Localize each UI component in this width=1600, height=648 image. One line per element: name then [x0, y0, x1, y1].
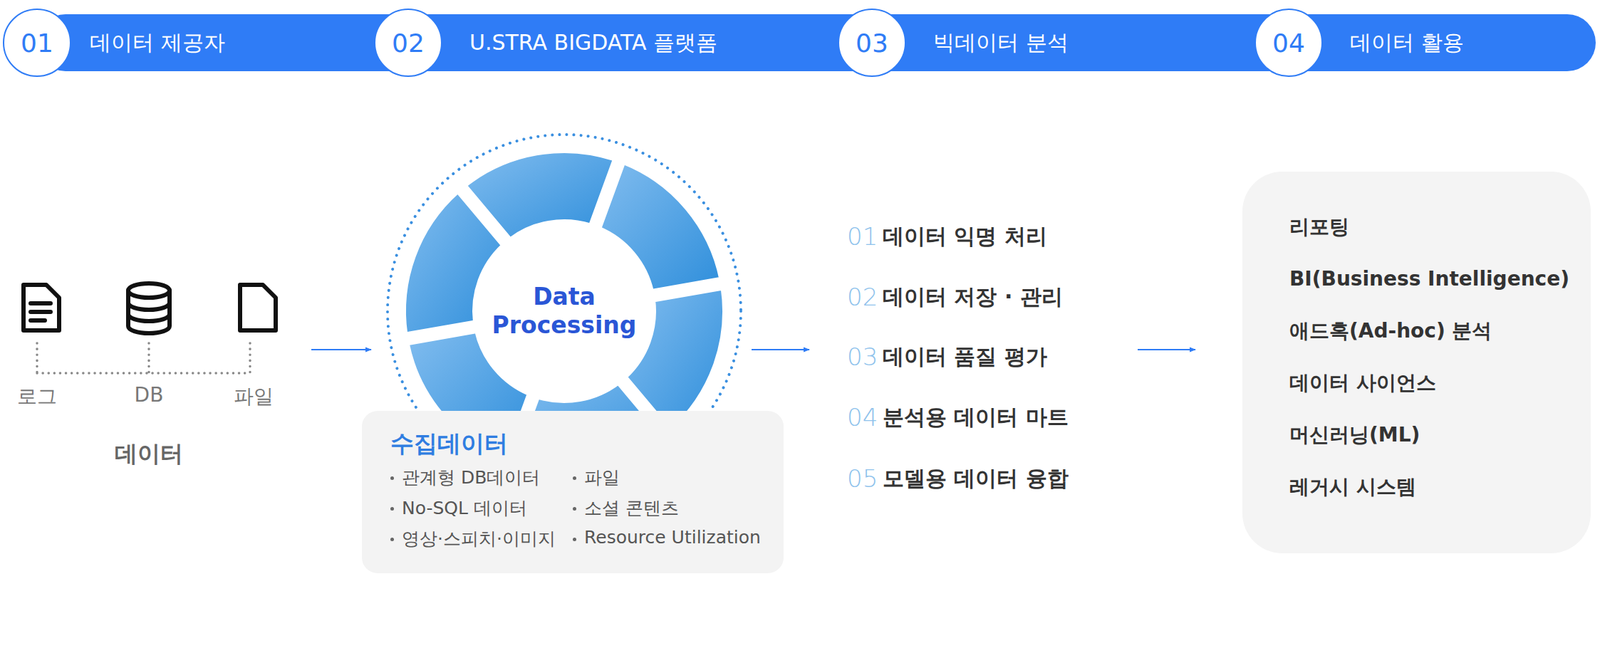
step-number: 02	[847, 282, 878, 312]
analysis-step: 데이터 익명 처리	[882, 222, 1048, 251]
analysis-step: 데이터 품질 평가	[882, 342, 1048, 372]
usage-item: 리포팅	[1289, 213, 1570, 266]
source-label: DB	[134, 383, 164, 407]
usage-item: BI(Business Intelligence)	[1289, 265, 1570, 318]
box-title: 수집데이터	[390, 428, 763, 461]
usage-box: 리포팅BI(Business Intelligence)애드혹(Ad-hoc) …	[1242, 171, 1591, 554]
step-number: 01	[2, 8, 72, 77]
step-title: U.STRA BIGDATA 플랫폼	[469, 28, 718, 58]
log-icon	[23, 284, 60, 331]
step-number: 05	[847, 464, 878, 493]
step-number: 04	[1254, 8, 1323, 77]
step-number: 04	[847, 403, 878, 432]
db-icon-body	[128, 290, 170, 334]
flow-arrow	[1137, 349, 1196, 351]
step-header: 03 빅데이터 분석	[837, 8, 1069, 77]
usage-item: 머신러닝(ML)	[1289, 421, 1570, 474]
flow-arrow	[751, 349, 810, 351]
bullet-item: 파일	[572, 465, 763, 490]
flow-arrow	[311, 349, 372, 351]
file-icon	[240, 284, 276, 331]
provider-icons	[23, 283, 276, 334]
step-number: 03	[847, 342, 878, 372]
step-number: 02	[373, 8, 443, 77]
step-number: 03	[837, 8, 907, 77]
bullet-item: Resource Utilization	[572, 527, 763, 551]
group-title: 데이터	[114, 438, 184, 471]
analysis-step: 분석용 데이터 마트	[882, 403, 1069, 432]
step-number: 01	[847, 222, 878, 251]
source-label: 파일	[233, 383, 274, 411]
usage-item: 데이터 사이언스	[1289, 369, 1570, 422]
process-label: Data Processing	[490, 282, 639, 340]
bullet-item: 소셜 콘텐츠	[572, 496, 763, 521]
collection-box: 수집데이터관계형 DB데이터 파일 No-SQL 데이터 소셜 콘텐츠영상·스피치·이…	[361, 411, 784, 574]
bullet-item: 영상·스피치·이미지	[390, 527, 558, 551]
log-icon-lines	[30, 303, 51, 321]
usage-item: 레거시 시스템	[1289, 473, 1570, 526]
provider-dotted-lines	[37, 343, 251, 374]
step-header: 04 데이터 활용	[1254, 8, 1464, 77]
db-icon-top	[128, 283, 170, 298]
bullet-item: 관계형 DB데이터	[390, 465, 558, 490]
header-band	[37, 14, 1596, 72]
step-header: 02 U.STRA BIGDATA 플랫폼	[373, 8, 718, 77]
step-title: 빅데이터 분석	[933, 28, 1069, 58]
source-label: 로그	[17, 383, 57, 411]
analysis-step: 데이터 저장 · 관리	[882, 282, 1063, 312]
item-grid: 관계형 DB데이터 파일 No-SQL 데이터 소셜 콘텐츠영상·스피치·이미지 Res…	[390, 465, 763, 551]
flow-arrows	[311, 349, 1196, 351]
analysis-step: 모델용 데이터 융합	[882, 464, 1069, 493]
step-title: 데이터 제공자	[89, 28, 226, 58]
step-title: 데이터 활용	[1349, 28, 1464, 58]
process-circle: Data Processing	[474, 221, 654, 402]
usage-item: 애드혹(Ad-hoc) 분석	[1289, 317, 1570, 370]
step-header: 01 데이터 제공자	[2, 8, 226, 77]
bullet-item: No-SQL 데이터	[390, 496, 558, 521]
